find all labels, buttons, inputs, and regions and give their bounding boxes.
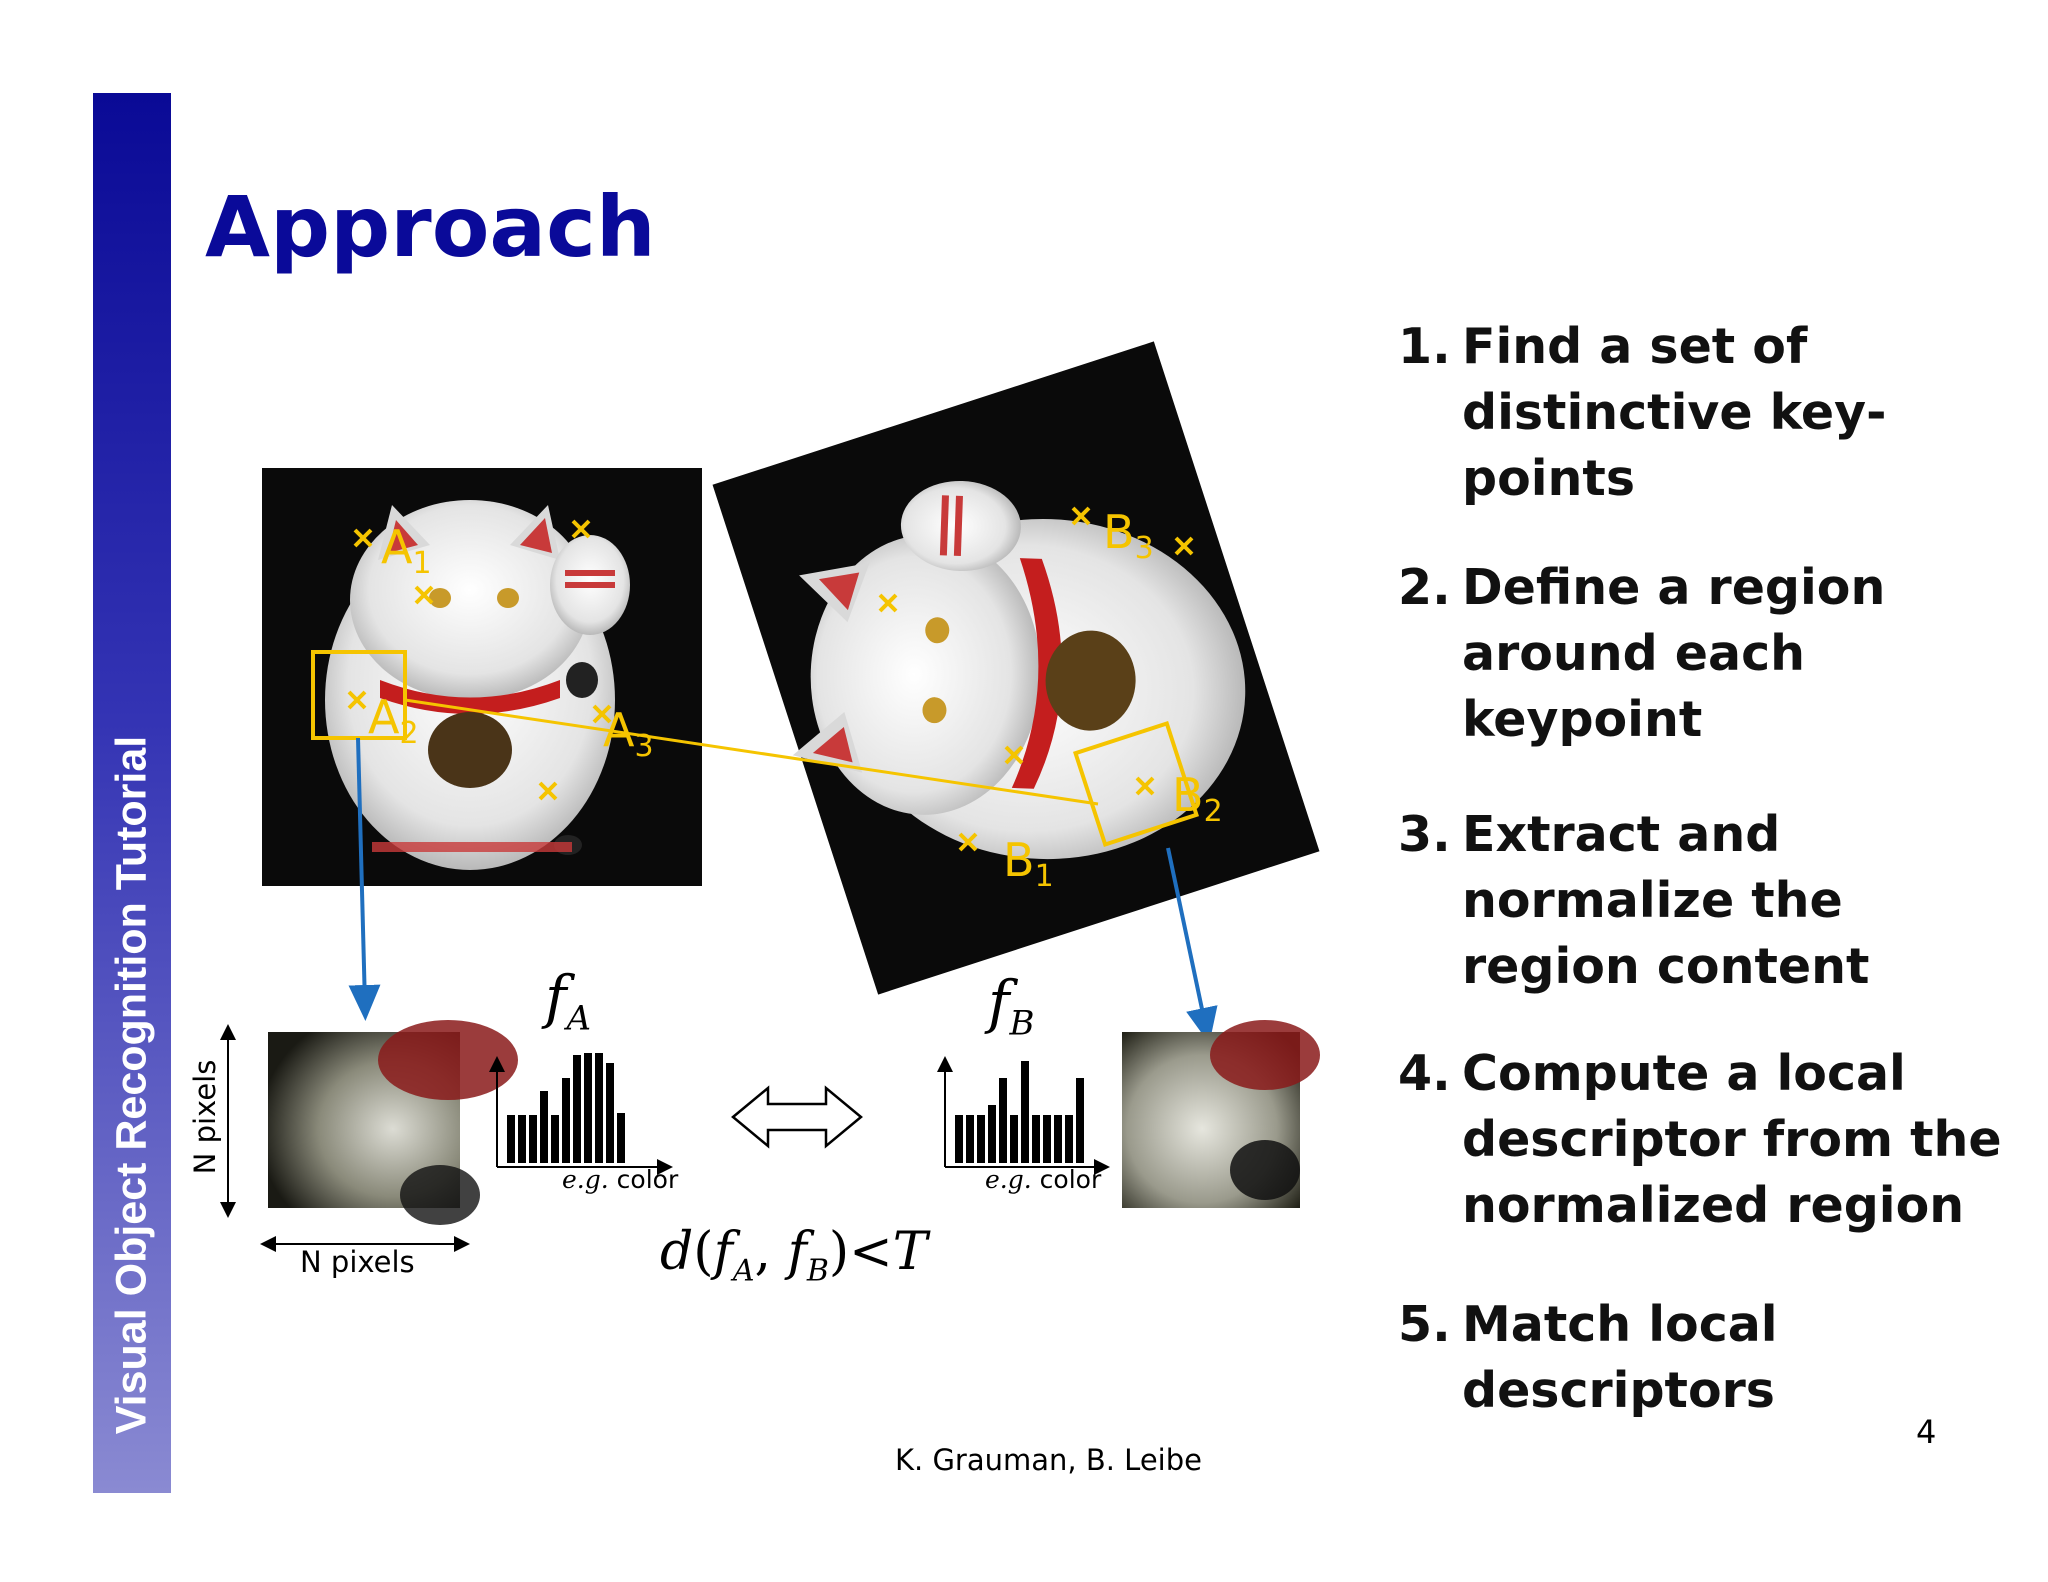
keypoint-label-b2: B2 [1172,768,1223,830]
cat-a-collar [380,680,560,714]
histogram-b [937,1056,1110,1175]
step-line: Define a region [1462,559,1886,616]
keypoints-a [347,519,612,801]
keypoint-cross [1071,506,1091,526]
step-line: region content [1462,938,1870,995]
step-line: around each [1462,625,1806,682]
histogram-bar [1010,1115,1018,1163]
cat-image-b [712,341,1320,995]
cat-b-head [810,534,1041,815]
histogram-a [489,1053,673,1175]
feature-label-b: fB [988,968,1035,1044]
histogram-bar [529,1115,537,1163]
step-line: Extract and [1462,806,1781,863]
keypoint-cross [414,585,434,605]
histogram-bar [573,1055,581,1163]
histogram-bar [595,1053,603,1163]
compare-double-arrow-icon [731,1085,863,1149]
histogram-bar [1054,1115,1062,1163]
histogram-bar [606,1063,614,1163]
keypoint-cross [878,593,898,613]
histogram-bar [1021,1061,1029,1163]
histogram-bar [507,1115,515,1163]
histogram-bar [1032,1115,1040,1163]
step-number: 4. [1398,1045,1451,1102]
step-line: points [1462,450,1636,507]
keypoint-cross [571,519,591,539]
keypoint-cross [1174,536,1194,556]
histogram-bar [977,1115,985,1163]
footer-authors: K. Grauman, B. Leibe [895,1443,1202,1477]
cat-b-collar [1011,558,1062,789]
keypoint-cross [958,832,978,852]
histogram-bar [988,1105,996,1163]
keypoint-label-a3: A3 [603,703,654,765]
step-number: 5. [1398,1296,1451,1353]
histogram-bar [966,1115,974,1163]
step-5: 5. Match local descriptors [1398,1292,2038,1424]
distance-formula: d(fA, fB)<T [660,1222,928,1289]
histogram-bar [540,1091,548,1163]
step-line: Compute a local [1462,1045,1906,1102]
step-2: 2. Define a region around each keypoint [1398,555,2038,753]
step-3: 3. Extract and normalize the region cont… [1398,802,2038,1000]
step-line: descriptor from the [1462,1111,2002,1168]
feature-label-a: fA [545,963,592,1039]
histogram-bar [617,1113,625,1163]
keypoint-cross [347,690,367,710]
page-number: 4 [1916,1413,1937,1451]
sidebar-band [93,93,171,1493]
keypoint-cross [1004,745,1024,765]
step-line: keypoint [1462,691,1703,748]
histogram-bar [999,1078,1007,1163]
step-number: 2. [1398,559,1451,616]
cat-image-a [262,468,702,886]
keypoint-cross [353,528,373,548]
keypoint-cross [538,781,558,801]
step-number: 1. [1398,318,1451,375]
step-number: 3. [1398,806,1451,863]
step-line: normalized region [1462,1177,1965,1234]
histogram-bar [1043,1115,1051,1163]
normalized-patch-b [1122,1020,1320,1208]
histogram-bar [584,1053,592,1163]
keypoint-label-a2: A2 [368,690,419,752]
step-line: normalize the [1462,872,1843,929]
hist-b-axis-label: e.g. color [985,1165,1102,1194]
step-1: 1. Find a set of distinctive key- points [1398,314,2038,512]
hist-a-axis-label: e.g. color [562,1165,679,1194]
histogram-bar [551,1115,559,1163]
step-line: descriptors [1462,1362,1775,1419]
keypoint-label-b1: B1 [1003,833,1054,895]
histogram-bar [562,1078,570,1163]
n-pixels-horizontal: N pixels [300,1245,415,1279]
step-line: Find a set of [1462,318,1808,375]
arrow-to-patch-b [1166,847,1218,1044]
histogram-bar [518,1115,526,1163]
match-line [404,698,1099,806]
step-line: distinctive key- [1462,384,1887,441]
arrow-to-patch-a [348,737,381,1021]
histogram-bar [1065,1115,1073,1163]
keypoint-cross [592,704,612,724]
keypoint-cross [1135,776,1155,796]
keypoint-label-a1: A1 [381,520,432,582]
histogram-bar [1076,1078,1084,1163]
n-pixels-vertical: N pixels [188,1059,222,1175]
normalized-patch-a [268,1020,518,1225]
histogram-bar [955,1115,963,1163]
keypoints-b [878,506,1194,852]
step-line: Match local [1462,1296,1778,1353]
step-4: 4. Compute a local descriptor from the n… [1398,1041,2038,1239]
page-title: Approach [205,178,656,276]
region-box-b [1072,720,1200,848]
keypoint-label-b3: B3 [1103,505,1154,567]
